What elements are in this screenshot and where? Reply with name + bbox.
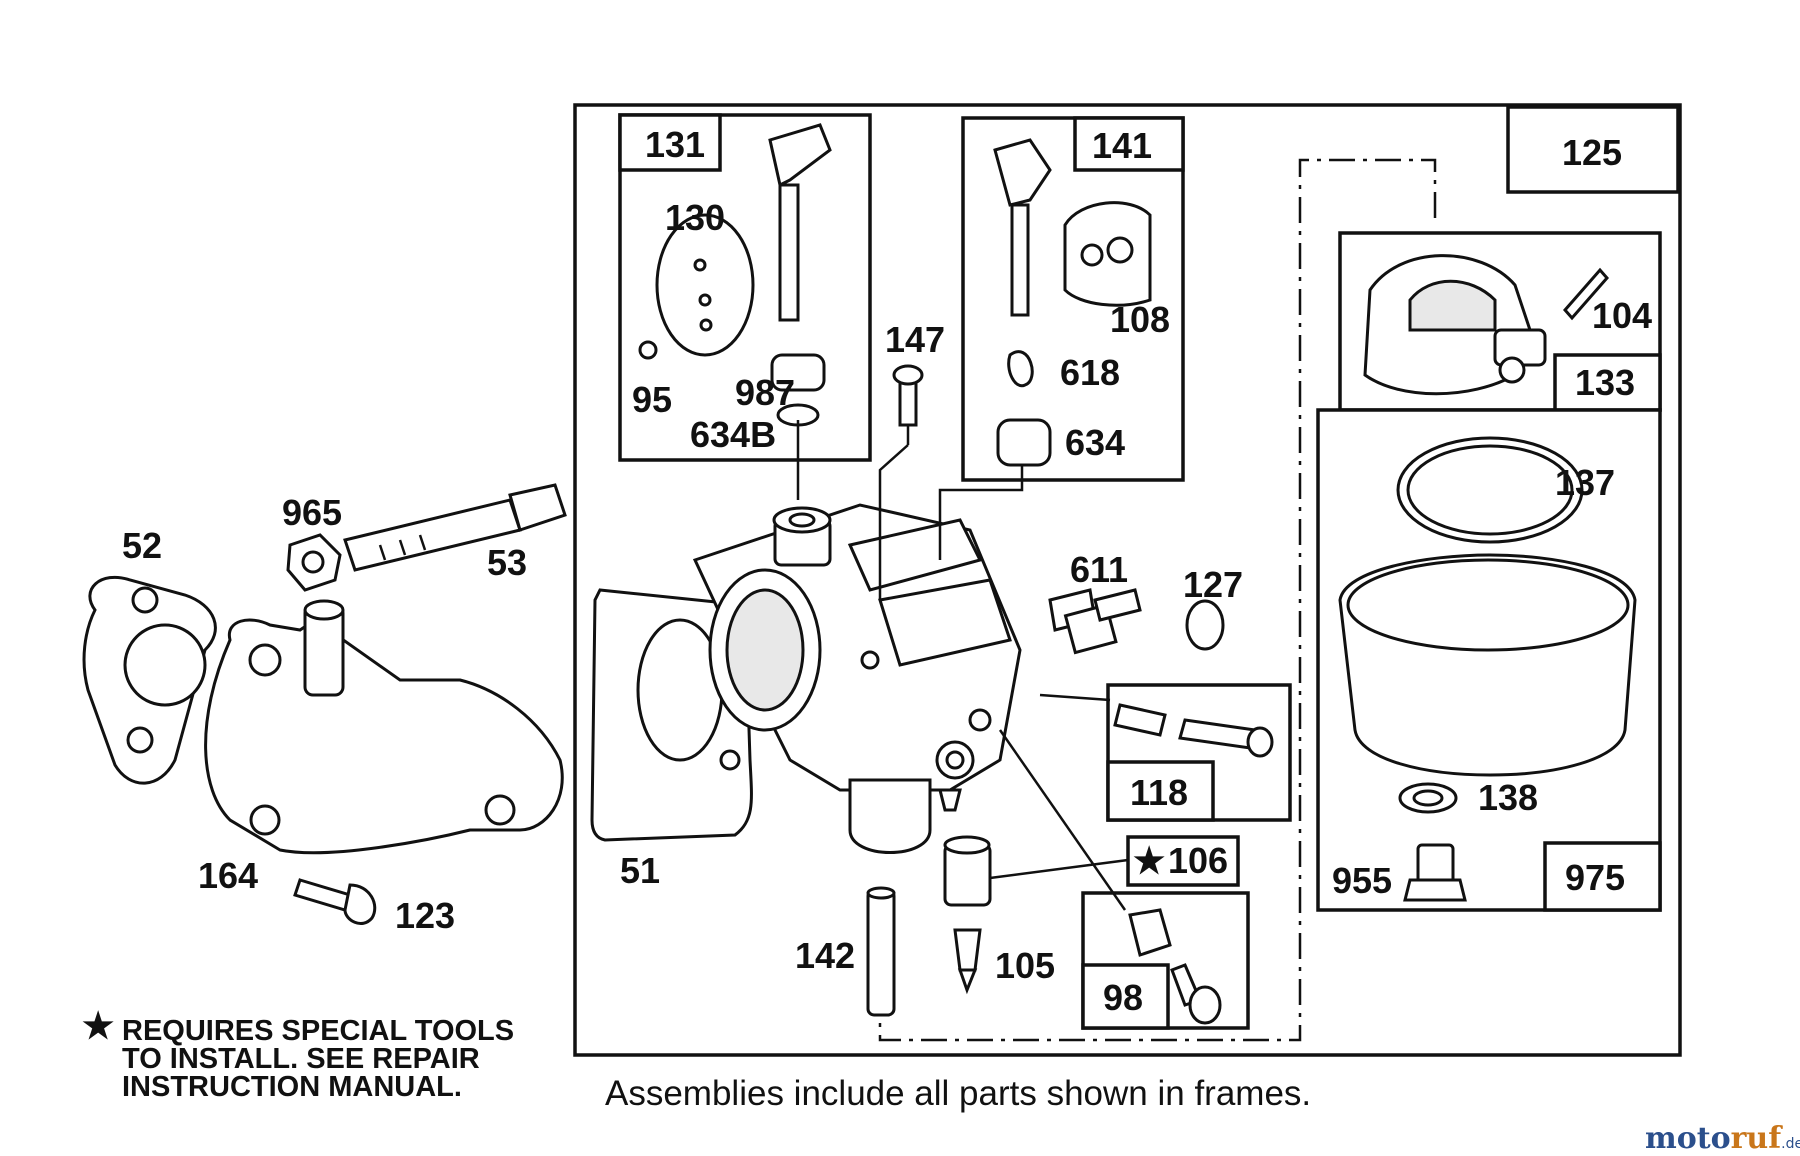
stud-53: [343, 483, 567, 572]
label-123: 123: [395, 895, 455, 936]
note-line-2: TO INSTALL. SEE REPAIR: [122, 1043, 480, 1075]
tab-141: [1073, 116, 1185, 172]
idle-screw-118: [1113, 703, 1274, 758]
label-138: 138: [1478, 777, 1538, 818]
label-127: 127: [1183, 564, 1243, 605]
svg-text:motoruf.de: motoruf.de: [1645, 1121, 1800, 1156]
note-line-1: REQUIRES SPECIAL TOOLS: [122, 1015, 514, 1047]
bowl-parts-975: [1338, 436, 1637, 902]
label-105: 105: [995, 945, 1055, 986]
nut-965: [286, 533, 342, 592]
carburetor-body: [692, 503, 1022, 854]
label-104: 104: [1592, 295, 1652, 336]
label-618: 618: [1060, 352, 1120, 393]
label-118: 118: [1130, 772, 1188, 813]
tab-98: [1081, 963, 1170, 1030]
plug-127: [1185, 599, 1225, 651]
special-tool-star: ★: [1133, 840, 1165, 881]
label-975: 975: [1565, 857, 1625, 898]
screw-147: [892, 364, 924, 445]
label-52: 52: [122, 525, 162, 566]
tab-118: [1106, 760, 1215, 822]
screw-123: [293, 878, 377, 925]
intake-elbow-164: [204, 599, 564, 855]
note-star: ★: [82, 1005, 114, 1046]
label-141: 141: [1092, 125, 1152, 166]
label-164: 164: [198, 855, 258, 896]
label-98: 98: [1103, 977, 1143, 1018]
label-125: 125: [1562, 132, 1622, 173]
label-130: 130: [665, 197, 725, 238]
label-106: 106: [1168, 840, 1228, 881]
label-147: 147: [885, 319, 945, 360]
watermark-logo: motoruf.de: [1645, 1121, 1800, 1156]
seat-106: [943, 835, 992, 907]
dashed-connector: [878, 158, 1437, 1042]
label-131: 131: [645, 124, 705, 165]
label-51: 51: [620, 850, 660, 891]
label-955: 955: [1332, 860, 1392, 901]
float-133: [1363, 254, 1609, 396]
frame-125: [1506, 105, 1680, 194]
caption: Assemblies include all parts shown in fr…: [605, 1074, 1311, 1113]
label-965: 965: [282, 492, 342, 533]
label-95: 95: [632, 379, 672, 420]
label-987: 987: [735, 372, 795, 413]
label-137: 137: [1555, 462, 1615, 503]
label-133: 133: [1575, 362, 1635, 403]
label-142: 142: [795, 935, 855, 976]
label-108: 108: [1110, 299, 1170, 340]
mixture-screw-98: [1128, 908, 1222, 1025]
tab-975: [1543, 841, 1662, 912]
label-53: 53: [487, 542, 527, 583]
label-634b: 634B: [690, 414, 776, 455]
label-611: 611: [1070, 549, 1128, 590]
label-634: 634: [1065, 422, 1125, 463]
note-line-3: INSTRUCTION MANUAL.: [122, 1071, 462, 1103]
assembly-frame-125: [573, 103, 1682, 1057]
gasket-52: [82, 575, 217, 785]
tube-142: [866, 886, 896, 1017]
elbow-611: [1048, 588, 1142, 655]
throttle-parts-141: [993, 138, 1152, 467]
leader-lines: [796, 420, 1129, 911]
tab-131: [618, 113, 722, 172]
needle-105: [953, 928, 982, 995]
choke-parts-131: [638, 123, 832, 427]
